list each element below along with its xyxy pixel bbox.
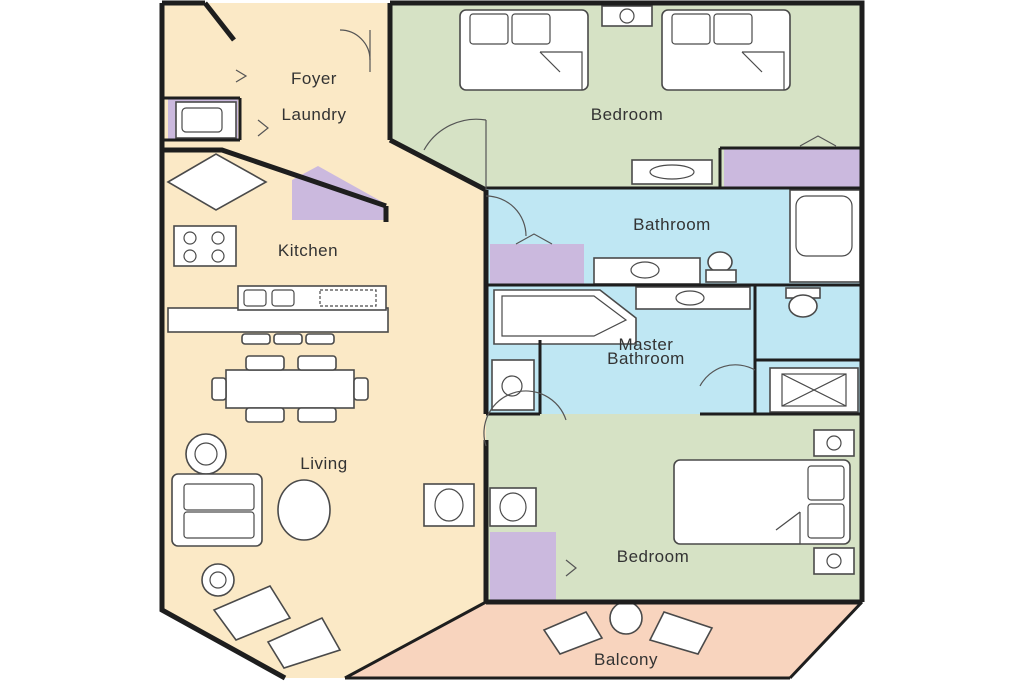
room-label-master-line1: Master [619,335,674,354]
refrigerator-icon [166,153,268,211]
bathtub-icon [789,189,861,283]
toilet-icon [705,251,737,283]
closet-bedroom-top [724,148,860,188]
lamp-icon [813,547,855,575]
balcony-chair-icon [542,610,604,655]
toilet-icon [785,287,821,318]
room-label-living: Living [300,454,347,473]
desk-chair-icon [489,487,537,527]
bed-icon [673,459,851,545]
balcony-fill [345,602,862,678]
room-label-bathroom: Bathroom [633,215,711,234]
balcony-chair-icon [648,611,714,655]
balcony-table-icon [609,601,643,635]
closet-bathroom [490,244,584,284]
dining-table-icon [211,355,369,423]
lamp-icon [813,429,855,457]
room-label-kitchen: Kitchen [278,241,338,260]
bar-stool-icon [241,333,335,345]
walls [159,0,865,681]
bed-icon [661,9,791,91]
shower-icon [769,367,859,413]
closet-bedroom-bottom [490,532,556,600]
sink-icon [491,359,535,411]
door-swings [235,29,837,577]
stove-icon [173,225,237,267]
room-label-laundry: Laundry [282,105,347,124]
room-label-bedroom-top: Bedroom [591,105,663,124]
room-label-bedroom-bottom: Bedroom [617,547,689,566]
dresser-icon [631,159,713,185]
bathtub-icon [493,289,637,345]
bed-icon [459,9,589,91]
lamp-icon [601,5,653,27]
room-label-master-line2: Bathroom [607,349,685,368]
washer-icon [175,101,237,139]
room-label-balcony: Balcony [594,650,658,669]
kitchen-counter [167,285,389,333]
coffee-table-icon [277,479,331,541]
sink-icon [593,257,701,285]
armchair-icon [212,584,342,669]
lamp-icon [185,433,227,475]
room-label-foyer: Foyer [291,69,337,88]
dresser-icon [423,483,475,527]
lamp-icon [201,563,235,597]
sink-icon [635,286,751,310]
sofa-icon [171,473,263,547]
